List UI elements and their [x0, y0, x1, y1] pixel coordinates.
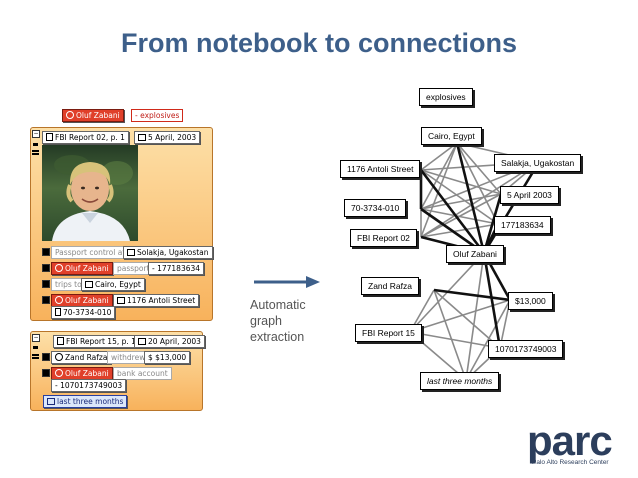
row-handle-icon[interactable] — [42, 353, 50, 361]
location-icon — [127, 249, 135, 256]
person-icon — [55, 296, 63, 304]
calendar-icon — [138, 134, 146, 141]
graph-node-fbi-report-15[interactable]: FBI Report 15 — [355, 324, 422, 342]
person-chip[interactable]: Oluf Zabani — [51, 262, 113, 275]
graph-node-fbi-report-02[interactable]: FBI Report 02 — [350, 229, 417, 247]
row-handle-icon[interactable] — [42, 248, 50, 256]
graph-node-timeframe[interactable]: last three months — [420, 372, 500, 390]
collapse-icon[interactable]: − — [32, 334, 40, 342]
person-chip[interactable]: Zand Rafza — [51, 351, 112, 364]
person-photo — [42, 145, 138, 241]
graph-node-salakja[interactable]: Salakja, Ugakostan — [494, 154, 582, 172]
tag-oluf-zabani[interactable]: Oluf Zabani — [62, 109, 124, 122]
menu-icon[interactable] — [32, 354, 39, 356]
document-icon — [46, 133, 53, 141]
amount-chip[interactable]: $ $13,000 — [144, 351, 191, 364]
location-chip[interactable]: Solakja, Ugakostan — [123, 246, 213, 259]
relation-chip[interactable]: trips to — [51, 278, 86, 291]
slide-title: From notebook to connections — [121, 28, 517, 58]
date-chip[interactable]: 20 April, 2003 — [134, 335, 205, 348]
passport-number-chip[interactable]: - 177183634 — [148, 262, 205, 275]
graph-node-antoli-street[interactable]: 1176 Antoli Street — [340, 160, 421, 178]
passport-control-chip[interactable]: Passport control at — [51, 246, 130, 259]
graph-node-cairo[interactable]: Cairo, Egypt — [421, 127, 482, 145]
address-chip[interactable]: 1176 Antoli Street — [113, 294, 200, 307]
person-icon — [66, 111, 74, 119]
menu-icon[interactable] — [32, 150, 39, 152]
bullet-icon — [33, 143, 38, 146]
timeframe-chip[interactable]: last three months — [43, 395, 128, 408]
graph-node-amount[interactable]: $13,000 — [508, 292, 553, 310]
row-handle-icon[interactable] — [42, 369, 50, 377]
parc-logo: parc — [527, 417, 613, 464]
person-icon — [55, 264, 63, 272]
person-icon — [55, 353, 63, 361]
bullet-icon — [33, 346, 38, 349]
row-handle-icon[interactable] — [42, 264, 50, 272]
relation-chip[interactable]: withdrew — [107, 351, 150, 364]
location-chip[interactable]: Cairo, Egypt — [81, 278, 145, 291]
phone-icon — [55, 308, 61, 316]
report-chip[interactable]: FBI Report 02, p. 1 — [42, 131, 129, 144]
location-icon — [117, 297, 125, 304]
graph-node-phone[interactable]: 70-3734-010 — [344, 199, 407, 217]
parc-logo-subtitle: Palo Alto Research Center — [532, 459, 609, 466]
graph-node-zand-rafza[interactable]: Zand Rafza — [361, 277, 419, 295]
relation-chip[interactable]: bank account — [113, 367, 172, 380]
account-number-chip[interactable]: - 1070173749003 — [51, 379, 127, 392]
calendar-icon — [47, 398, 55, 405]
arrow-caption: Automatic graph extraction — [250, 298, 306, 344]
date-chip[interactable]: 5 April, 2003 — [134, 131, 201, 144]
person-icon — [55, 369, 63, 377]
report-chip[interactable]: FBI Report 15, p. 1 — [53, 335, 140, 348]
graph-node-oluf-zabani[interactable]: Oluf Zabani — [446, 245, 504, 263]
arrow-right-icon — [254, 276, 320, 288]
collapse-icon[interactable]: − — [32, 130, 40, 138]
calendar-icon — [138, 338, 146, 345]
row-handle-icon[interactable] — [42, 280, 50, 288]
row-handle-icon[interactable] — [42, 296, 50, 304]
phone-chip[interactable]: 70-3734-010 — [51, 306, 116, 319]
graph-node-explosives[interactable]: explosives — [419, 88, 473, 106]
location-icon — [85, 281, 93, 288]
document-icon — [57, 337, 64, 345]
tag-explosives[interactable]: - explosives — [131, 109, 184, 122]
graph-node-passport[interactable]: 177183634 — [494, 216, 551, 234]
graph-node-date[interactable]: 5 April 2003 — [500, 186, 559, 204]
graph-node-account[interactable]: 1070173749003 — [488, 340, 564, 358]
